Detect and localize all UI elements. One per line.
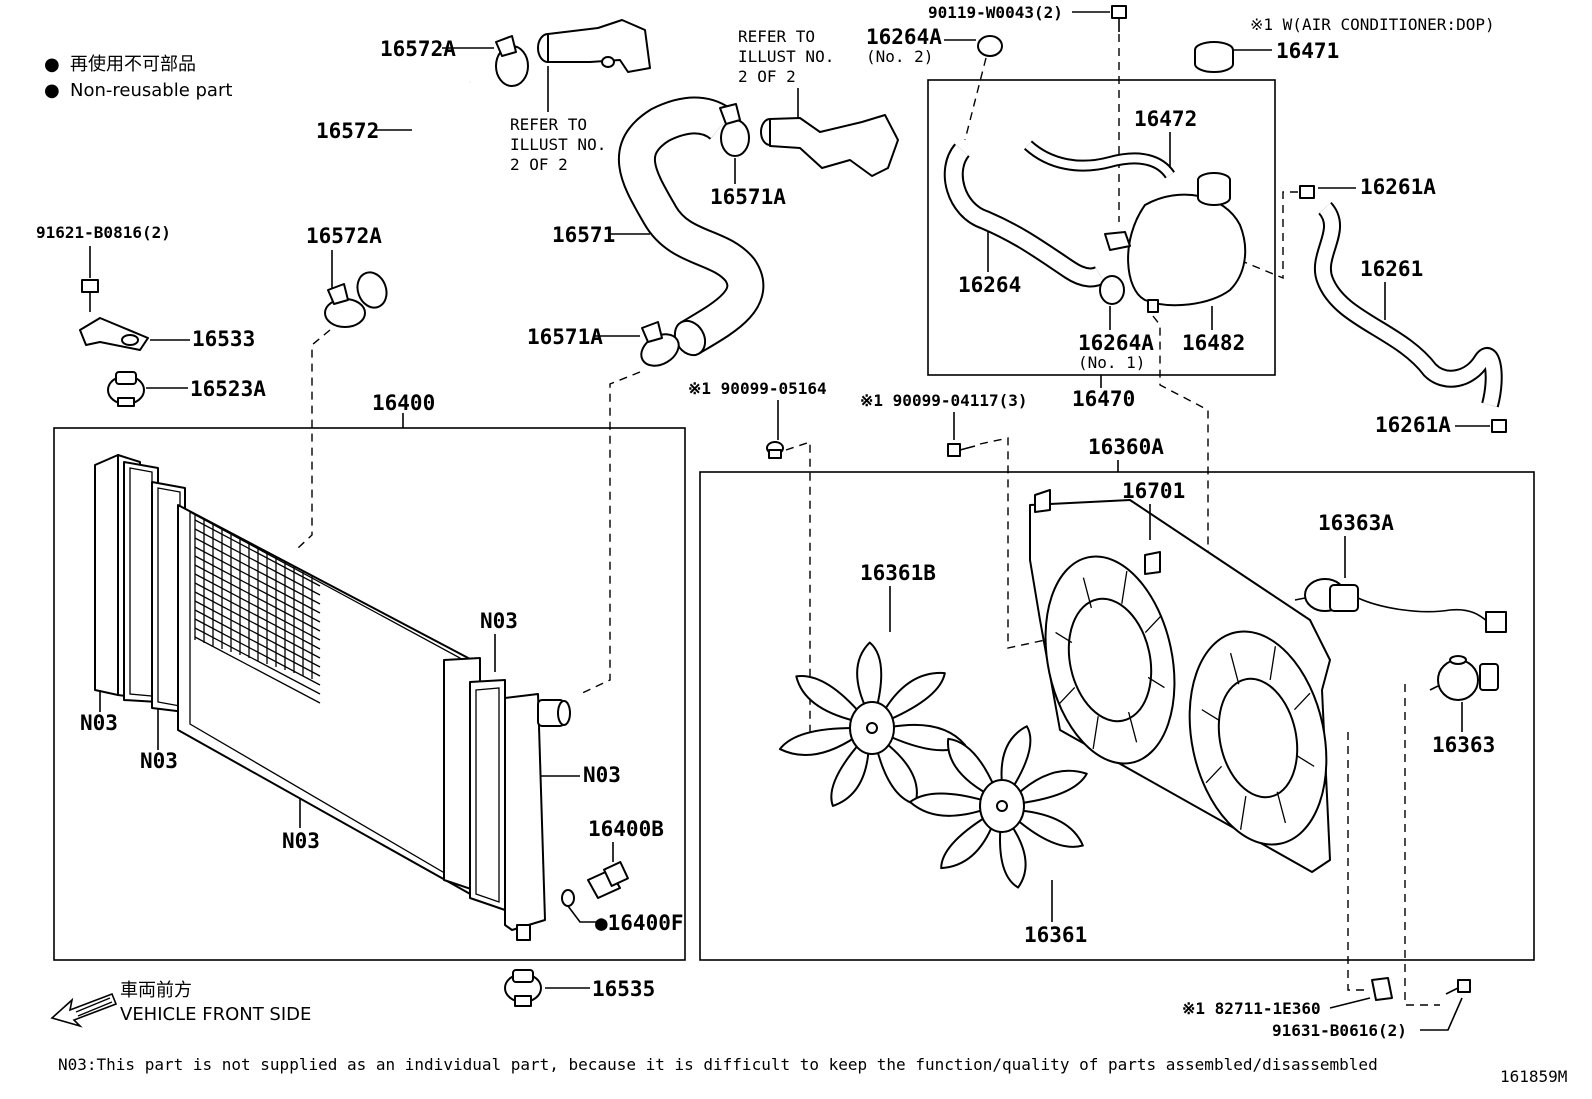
label-16261A-top: 16261A [1360,175,1436,199]
radiator-right-tank [443,657,571,941]
label-16361: 16361 [1024,923,1087,947]
label-n03-d: N03 [480,609,518,633]
label-16572A-top: 16572A [380,37,456,61]
radiator-core [177,504,473,896]
clamp-16571A-top [719,103,750,157]
fan-16361 [909,725,1088,889]
clip-16261A-top [1299,185,1315,199]
label-16400: 16400 [372,391,435,415]
vehicle-front-arrow [50,992,118,1028]
legend-non-reusable-jp: 再使用不可部品 [70,54,196,75]
label-16400B: 16400B [588,817,664,841]
legend-bullet-2: ● [44,80,60,101]
label-91621: 91621-B0816(2) [36,223,171,242]
label-16571A-low: 16571A [527,325,603,349]
refer2-line1: REFER TO [738,27,815,46]
label-16572A-low: 16572A [306,224,382,248]
label-16363: 16363 [1432,733,1495,757]
ac-note: ※1 W(AIR CONDITIONER:DOP) [1250,15,1495,34]
fan-16361B [778,641,967,807]
clip-16261A-low [1491,419,1507,433]
cushion-16523A [107,371,145,407]
bracket-16533 [79,317,149,351]
clamp-16264A-no2 [977,35,1003,57]
label-82711: ※1 82711-1E360 [1182,999,1321,1018]
label-16264A-no2-sub: (No. 2) [866,47,933,66]
hose-16472 [1023,140,1175,179]
label-n03-c: N03 [282,829,320,853]
fan-shroud-group-box [699,471,1535,961]
label-90099-04117: ※1 90099-04117(3) [860,391,1028,410]
cap-16471 [1194,41,1234,73]
label-16363A: 16363A [1318,511,1394,535]
label-16264A-no1: 16264A [1078,331,1154,355]
label-n03-a: N03 [80,711,118,735]
label-16571A-top: 16571A [710,185,786,209]
refer1-line2: ILLUST NO. [510,135,606,154]
legend: ● 再使用不可部品 ● Non-reusable part [44,54,232,101]
front-side-jp: 車両前方 [120,980,192,1001]
hose-16264 [943,143,1106,288]
clamp-16571A-low [640,321,680,367]
legend-non-reusable-en: Non-reusable part [70,80,232,101]
front-side-en: VEHICLE FRONT SIDE [120,1004,311,1025]
fan-motor-16363 [1429,655,1499,701]
label-16360A: 16360A [1088,435,1164,459]
label-16571: 16571 [552,223,615,247]
reservoir-tank-16482 [1104,172,1247,313]
refer2-line2: ILLUST NO. [738,47,834,66]
label-n03-b: N03 [140,749,178,773]
label-16264: 16264 [958,273,1021,297]
label-16572: 16572 [316,119,379,143]
label-16261: 16261 [1360,257,1423,281]
refer2-line3: 2 OF 2 [738,67,796,86]
legend-bullet: ● [44,54,60,75]
label-90099-05164: ※1 90099-05164 [688,379,827,398]
label-16471: 16471 [1276,39,1339,63]
label-n03-e: N03 [583,763,621,787]
clamp-16572A-low [324,283,366,328]
label-91631: 91631-B0616(2) [1272,1021,1407,1040]
label-16482: 16482 [1182,331,1245,355]
hose-16261 [1314,201,1503,408]
label-16472: 16472 [1134,107,1197,131]
refer1-line1: REFER TO [510,115,587,134]
label-16264A-no2: 16264A [866,25,942,49]
label-16470: 16470 [1072,387,1135,411]
fan-shroud-16701 [1029,489,1331,873]
label-16361B: 16361B [860,561,936,585]
nut-90099-05164 [766,441,784,459]
drain-plug [561,861,629,907]
label-16535: 16535 [592,977,655,1001]
water-inlet-lower [760,114,899,177]
label-16523A: 16523A [190,377,266,401]
label-90119: 90119-W0043(2) [928,3,1063,22]
cushion-16535 [504,969,542,1007]
bolt-91631 [1445,979,1471,995]
bolt-91621 [81,279,99,312]
label-16533: 16533 [192,327,255,351]
clamp-16264A-no1 [1099,275,1125,305]
hose-16571 [617,96,765,357]
label-16264A-no1-sub: (No. 1) [1078,353,1145,372]
bolt-90119 [1111,5,1127,32]
label-16701: 16701 [1122,479,1185,503]
refer1-line3: 2 OF 2 [510,155,568,174]
label-16261A-low: 16261A [1375,413,1451,437]
water-outlet-upper [537,19,651,73]
clamp-16572A-top [495,35,529,87]
radiator-left-tank [94,454,186,713]
footer-note: N03:This part is not supplied as an indi… [58,1055,1378,1074]
diagram-id: 161859M [1500,1067,1567,1086]
fan-motor-16363A [1294,578,1507,633]
clip-82711 [1371,977,1393,1001]
radiator-group-box [53,427,686,961]
hose-16572 [356,67,478,309]
label-16400F: ●16400F [595,911,684,935]
bolt-90099-04117 [947,443,976,457]
